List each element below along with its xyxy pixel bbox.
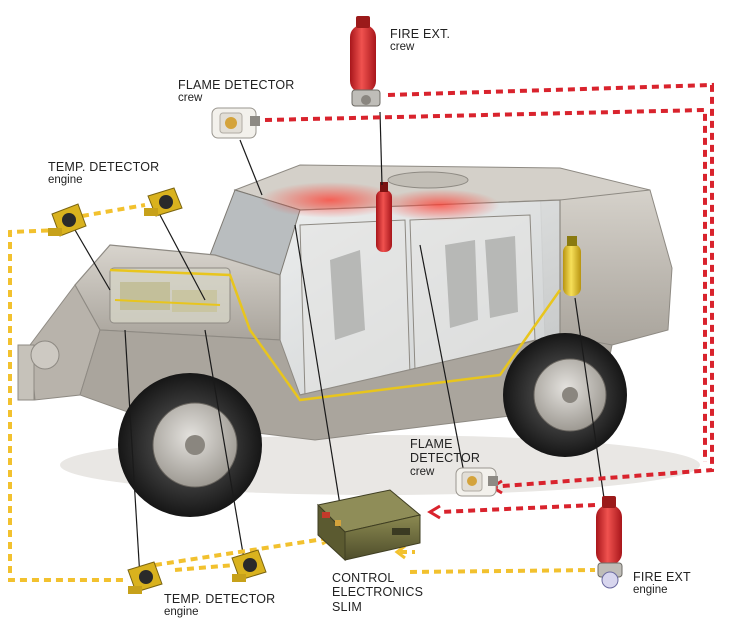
temp-detector-engine-top-right-icon — [144, 187, 183, 217]
temp-detector-engine-bottom-label: TEMP. DETECTOR engine — [164, 592, 275, 620]
engine-circuit-line — [8, 203, 596, 582]
control-electronics-label: CONTROL ELECTRONICS SLIM — [332, 571, 423, 614]
control-electronics-line2: ELECTRONICS — [332, 585, 424, 600]
temp-detector-engine-bottom-sub: engine — [164, 606, 199, 619]
fire-extinguisher-engine-icon — [596, 496, 623, 589]
flame-detector-crew-side-sub: crew — [410, 465, 435, 478]
flame-detector-crew-side-label: FLAME DETECTOR crew — [410, 437, 480, 479]
interior-engine-extinguisher-icon — [563, 236, 581, 296]
flame-detector-crew-top-sub: crew — [178, 92, 203, 105]
armored-vehicle — [17, 164, 700, 517]
fire-ext-engine-label: FIRE EXT engine — [633, 570, 691, 598]
fire-ext-engine-title: FIRE EXT — [633, 570, 691, 584]
control-electronics-line3: SLIM — [332, 599, 362, 614]
temp-detector-engine-top-sub: engine — [48, 174, 83, 187]
crew-circuit-line — [264, 82, 714, 514]
fire-ext-crew-sub: crew — [390, 41, 415, 54]
interior-crew-extinguisher-icon — [376, 182, 392, 252]
temp-detector-engine-top-title: TEMP. DETECTOR — [48, 160, 160, 174]
temp-detector-engine-bottom-right-icon — [231, 549, 267, 582]
flame-detector-crew-side-title-2: DETECTOR — [410, 451, 481, 466]
temp-detector-engine-top-label: TEMP. DETECTOR engine — [48, 160, 159, 188]
fire-ext-crew-label: FIRE EXT. crew — [390, 27, 450, 55]
flame-detector-crew-side-title-1: FLAME — [410, 437, 453, 451]
leader-lines — [74, 111, 606, 579]
temp-detector-engine-bottom-left-icon — [127, 561, 163, 594]
fire-ext-crew-title: FIRE EXT. — [390, 27, 451, 41]
flame-detector-crew-top-label: FLAME DETECTOR crew — [178, 78, 294, 106]
control-unit-icon — [316, 489, 422, 562]
control-electronics-line1: CONTROL — [332, 571, 395, 585]
temp-detector-engine-top-left-icon — [48, 203, 87, 237]
temp-detector-engine-bottom-title: TEMP. DETECTOR — [164, 592, 276, 606]
fire-ext-engine-sub: engine — [633, 584, 668, 597]
flame-detector-crew-top-title: FLAME DETECTOR — [178, 78, 295, 92]
fire-extinguisher-crew-icon — [350, 16, 381, 107]
flame-detector-crew-top-icon — [211, 107, 260, 139]
flame-detector-crew-side-icon — [455, 467, 498, 497]
